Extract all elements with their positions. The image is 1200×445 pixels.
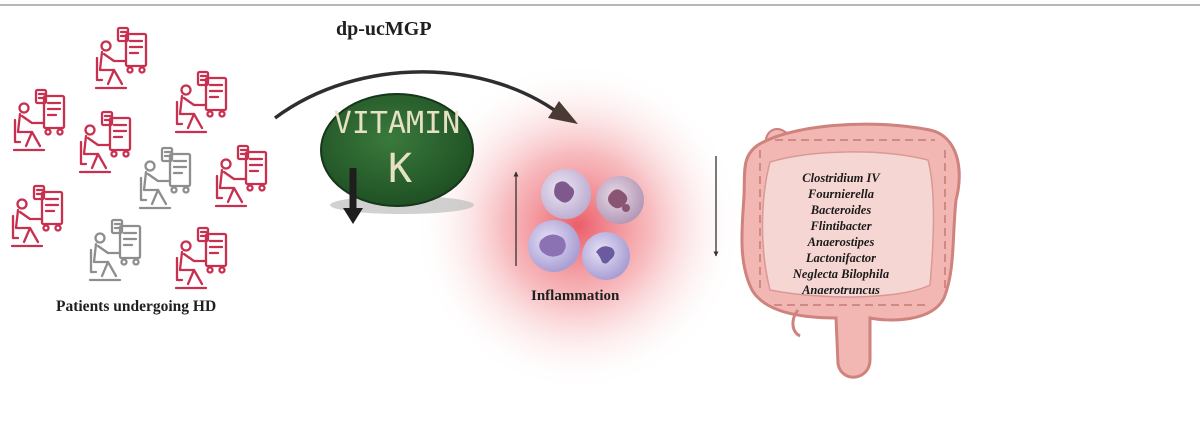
patient-dialysis-icon (88, 218, 142, 282)
bacteria-item: Anaerostipes (807, 235, 875, 249)
patient-icons (10, 26, 268, 290)
vitamin-k-line2: K (388, 146, 412, 192)
dp-ucmgp-arrow (273, 70, 567, 120)
bacteria-item: Anaerotruncus (802, 283, 880, 297)
patient-dialysis-icon (214, 144, 268, 208)
dp-ucmgp-label: dp-ucMGP (336, 18, 432, 40)
vitamin-k-icon: VITAMIN K (320, 93, 474, 214)
dp-ucmgp-arrowhead (548, 101, 578, 124)
neutrophil-cell (541, 169, 591, 219)
patient-dialysis-icon (10, 184, 64, 248)
patient-dialysis-icon (12, 88, 66, 152)
bacteria-item: Lactonifactor (805, 251, 877, 265)
vitamin-k-decrease-arrowhead (343, 208, 363, 224)
bacteria-item: Bacteroides (810, 203, 872, 217)
patient-dialysis-icon (174, 70, 228, 134)
bacteria-item: Flintibacter (810, 219, 872, 233)
patient-dialysis-icon (94, 26, 148, 90)
bacteria-item: Clostridium IV (802, 171, 880, 185)
colon-icon (740, 122, 961, 379)
patient-dialysis-icon (78, 110, 132, 174)
inflammation-label: Inflammation (531, 288, 620, 304)
patient-dialysis-icon (138, 146, 192, 210)
monocyte-cell (582, 232, 630, 280)
bacteria-item: Fournierella (808, 187, 874, 201)
patients-label: Patients undergoing HD (56, 298, 217, 315)
bacteria-item: Neglecta Bilophila (792, 267, 890, 281)
patient-dialysis-icon (174, 226, 228, 290)
lymphocyte-cell (528, 220, 580, 272)
inflammation-glow (413, 61, 743, 391)
eosinophil-cell (596, 176, 644, 224)
immune-cells-icon (528, 169, 644, 280)
vitamin-k-line1: VITAMIN (334, 106, 460, 141)
bacteria-list: Clostridium IV Fournierella Bacteroides … (752, 170, 930, 298)
